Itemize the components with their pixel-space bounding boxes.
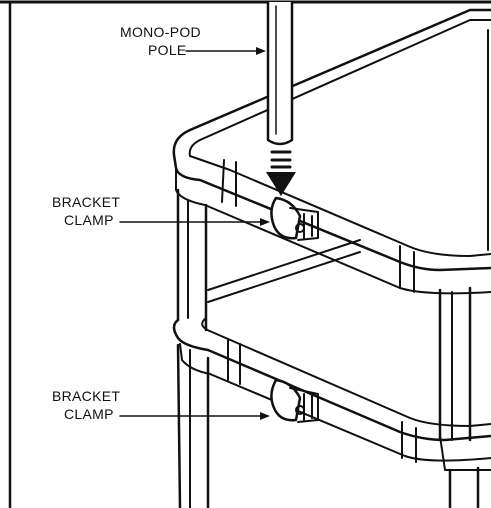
top-shelf-front-inner-edge	[188, 139, 491, 257]
leader-mono-pod-arrowhead	[256, 47, 266, 55]
lower-shelf-rim-bottom	[179, 343, 491, 462]
mono-pod-pole	[266, 0, 296, 196]
label-bracket-top-line1: BRACKET	[52, 194, 120, 210]
pole-body	[266, 0, 294, 146]
shelf-legs	[176, 29, 489, 508]
top-shelf-back-inner-edge	[199, 19, 491, 141]
bracket-clamp-top	[270, 196, 319, 241]
clamp-top-screw-icon	[295, 223, 305, 233]
top-rim-joint-right	[399, 245, 415, 293]
leader-bracket-top-arrowhead	[260, 218, 270, 226]
clamp-top-plate	[289, 207, 319, 241]
down-arrow-icon	[266, 172, 296, 196]
leader-bracket-bottom-arrowhead	[260, 412, 270, 420]
top-shelf-front-edge	[172, 128, 491, 272]
clamp-top-body	[270, 196, 302, 240]
label-mono-pod-line2: POLE	[148, 42, 187, 58]
callout-bracket-top: BRACKET CLAMP	[52, 194, 270, 228]
callout-mono-pod: MONO-POD POLE	[120, 24, 266, 58]
bracket-clamp-bottom	[270, 378, 319, 423]
top-rim-joint-left	[221, 159, 237, 207]
front-leg-lower-left	[176, 343, 182, 508]
callout-bracket-bottom: BRACKET CLAMP	[52, 388, 270, 422]
lower-shelf-back-edge-2	[207, 251, 361, 303]
insertion-dashes	[270, 150, 292, 169]
top-shelf-back-edge	[188, 8, 491, 132]
clamp-bottom-body	[270, 378, 302, 422]
label-bracket-bottom-line2: CLAMP	[64, 406, 114, 422]
clamp-bottom-screw-icon	[295, 405, 305, 415]
lower-corner-bottom	[439, 435, 491, 471]
lower-shelf-back-edge	[207, 239, 361, 291]
label-mono-pod-line1: MONO-POD	[120, 24, 201, 40]
lower-shelf-top-edge	[201, 317, 491, 427]
right-leg-lower	[448, 466, 480, 508]
label-bracket-top-line2: CLAMP	[64, 212, 114, 228]
top-shelf	[172, 8, 491, 295]
label-bracket-bottom-line1: BRACKET	[52, 388, 120, 404]
clamp-bottom-plate	[289, 387, 319, 423]
lower-rim-joint-right	[401, 421, 417, 463]
lower-rim-joint-left	[227, 339, 241, 385]
lower-shelf-front-edge	[172, 318, 491, 442]
pole-body-fill	[268, 2, 292, 142]
lower-shelf	[172, 239, 491, 471]
